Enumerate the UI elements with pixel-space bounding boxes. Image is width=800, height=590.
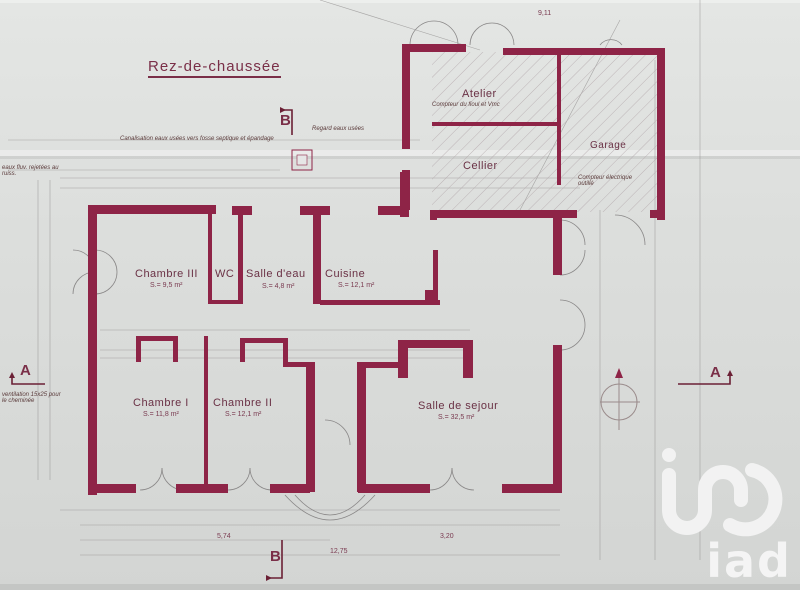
room-area-salle-de-sejour: S.= 32,5 m²	[438, 414, 475, 421]
room-label-wc: WC	[215, 268, 235, 280]
paper-fold-horizontal	[0, 150, 800, 156]
dimension-bottom-right: 3,20	[440, 533, 454, 540]
room-label-chambre-i: Chambre I	[133, 397, 189, 409]
room-label-chambre-ii: Chambre II	[213, 397, 273, 409]
dimension-bottom-total: 12,75	[330, 548, 348, 555]
room-label-garage: Garage	[590, 140, 627, 151]
room-area-salle-deau: S.= 4,8 m²	[262, 283, 295, 290]
paper-fold-shadow	[0, 156, 800, 159]
room-label-atelier: Atelier	[462, 88, 497, 100]
room-label-cellier: Cellier	[463, 160, 498, 172]
room-note-garage: Compteur électrique outillé	[578, 175, 633, 187]
section-marker-b-bottom: B	[270, 548, 281, 565]
section-marker-a-right: A	[710, 364, 721, 381]
note-ventilation: ventilation 15x25 pour le cheminée	[2, 392, 61, 404]
iad-logo-text: iad	[706, 534, 792, 588]
room-label-salle-de-sejour: Salle de sejour	[418, 400, 499, 412]
plan-title: Rez-de-chaussée	[148, 58, 281, 78]
paper-edge-top	[0, 0, 800, 3]
room-area-chambre-iii: S.= 9,5 m²	[150, 282, 183, 289]
room-label-chambre-iii: Chambre III	[135, 268, 198, 280]
room-area-chambre-i: S.= 11,8 m²	[143, 411, 179, 418]
room-label-cuisine: Cuisine	[325, 268, 366, 280]
note-left-top: eaux fluv. rejetées au ruiss.	[2, 165, 59, 177]
room-area-cuisine: S.= 12,1 m²	[338, 282, 375, 289]
section-marker-b-top: B	[280, 112, 291, 129]
room-label-salle-deau: Salle d'eau	[246, 268, 306, 280]
note-regard: Regard eaux usées	[312, 126, 365, 132]
room-note-atelier: Compteur du fioul et Vmc	[432, 102, 500, 108]
note-drainage: Canalisation eaux usées vers fosse septi…	[120, 136, 274, 142]
room-area-chambre-ii: S.= 12,1 m²	[225, 411, 262, 418]
section-marker-a-left: A	[20, 362, 31, 379]
paper-edge-bottom	[0, 584, 800, 590]
annex-hatch	[432, 52, 662, 212]
iad-logo-mark	[662, 463, 783, 537]
dimension-top-right: 9,11	[538, 10, 552, 17]
dimension-bottom-left: 5,74	[217, 533, 231, 540]
